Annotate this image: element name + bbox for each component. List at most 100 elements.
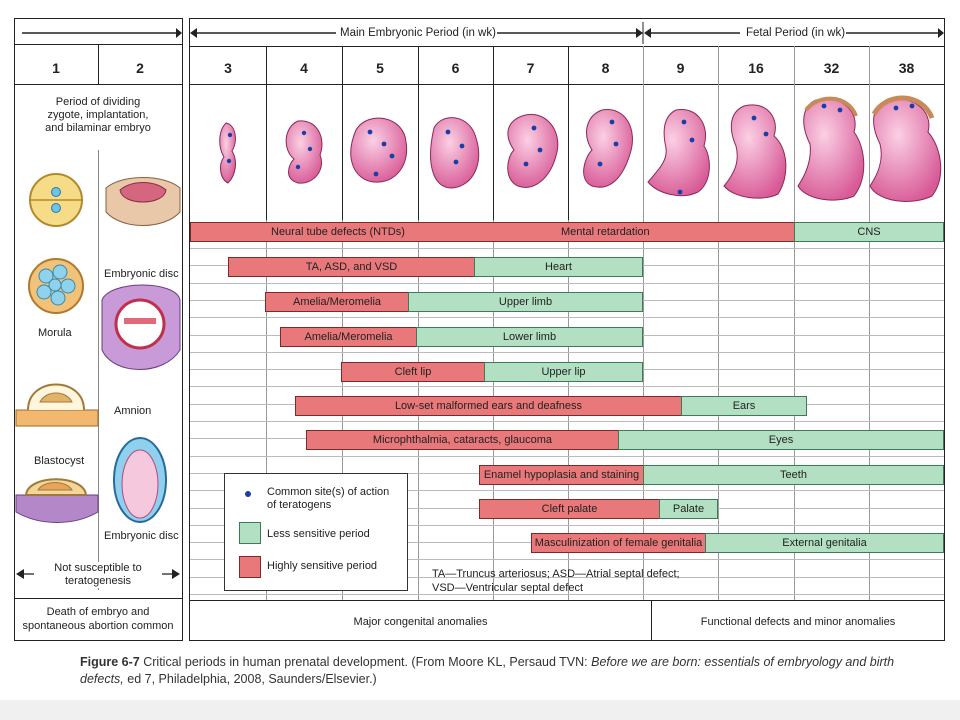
grid-row-line	[190, 248, 944, 249]
bar-genitalia-low: External genitalia	[705, 533, 944, 553]
bilaminar-embryo-image	[101, 284, 181, 370]
caption-tail: ed 7, Philadelphia, 2008, Saunders/Elsev…	[123, 672, 377, 686]
zygote-image	[29, 173, 83, 227]
fetal-period-label: Fetal Period (in wk)	[746, 27, 846, 39]
death-line-2: spontaneous abortion common	[22, 620, 174, 632]
grid-row-line	[190, 386, 944, 387]
embryo-week-6-image	[430, 117, 480, 189]
bar-palate-high: Cleft palate	[479, 499, 660, 519]
period-arrows	[22, 22, 944, 44]
embryo-week-32-image	[797, 96, 865, 201]
bar-upper-limb-high: Amelia/Meromelia	[265, 292, 409, 312]
bar-lower-limb-low: Lower limb	[416, 327, 643, 347]
grid-row-line	[190, 421, 944, 422]
week-divider	[869, 46, 870, 600]
grid-row-line	[190, 594, 944, 595]
week-header: 38	[898, 60, 915, 76]
week-header: 6	[451, 60, 460, 76]
ntd-label: Neural tube defects (NTDs)	[271, 226, 405, 238]
legend-less-label: Less sensitive period	[267, 528, 370, 540]
less-sensitive-swatch	[239, 522, 261, 544]
week-header: 5	[376, 60, 384, 76]
figure-number: Figure 6-7	[80, 655, 140, 669]
embryo-week-16-image	[723, 104, 787, 199]
blastocyst-label: Blastocyst	[34, 455, 85, 467]
embryonic-disc-label-1: Embryonic disc	[104, 268, 179, 280]
embryo-illustrations	[219, 95, 942, 202]
bar-heart-high: TA, ASD, and VSD	[228, 257, 475, 277]
week-divider	[266, 46, 267, 220]
embryo-week-3-image	[219, 122, 236, 184]
intro-line-1: Period of dividing	[55, 96, 141, 108]
death-line-1: Death of embryo and	[46, 606, 150, 618]
legend-dot-line-1: Common site(s) of action	[267, 486, 390, 498]
early-stage-illustrations	[15, 173, 181, 523]
implantation-image	[105, 177, 181, 226]
intro-line-3: and bilaminar embryo	[45, 122, 151, 134]
not-susceptible-line-1: Not susceptible to	[34, 562, 162, 575]
week-divider	[342, 46, 343, 220]
grid-row-line	[190, 577, 944, 578]
abbreviations-line-2: VSD—Ventricular septal defect	[432, 582, 584, 594]
amnion-label: Amnion	[114, 405, 152, 417]
legend-dot-line-2: of teratogens	[267, 499, 332, 511]
abbreviations-line-1: TA—Truncus arteriosus; ASD—Atrial septal…	[432, 568, 680, 580]
grid-row-line	[190, 283, 944, 284]
bar-cns-high: Neural tube defects (NTDs) Mental retard…	[190, 222, 795, 242]
caption-book-title: Before we are born: essentials of embryo…	[80, 655, 895, 686]
week-divider	[794, 46, 795, 600]
week-header: 8	[601, 60, 610, 76]
figure-caption: Figure 6-7 Critical periods in human pre…	[80, 654, 900, 688]
bar-upper-lip-high: Cleft lip	[341, 362, 485, 382]
week-divider	[266, 220, 267, 600]
bottom-band	[0, 700, 960, 720]
grid-row-line	[190, 490, 944, 491]
embryo-week-38-image	[869, 95, 942, 202]
week-header: 2	[136, 60, 144, 76]
mental-retardation-label: Mental retardation	[561, 226, 650, 238]
morula-label: Morula	[38, 327, 72, 339]
main-embryonic-period-label: Main Embryonic Period (in wk)	[340, 27, 496, 39]
bar-lower-limb-high: Amelia/Meromelia	[280, 327, 417, 347]
intro-line-2: zygote, implantation,	[47, 109, 149, 121]
caption-text: Critical periods in human prenatal devel…	[143, 655, 592, 669]
bar-eyes-high: Microphthalmia, cataracts, glaucoma	[306, 430, 619, 450]
embryo-week-4-image	[285, 120, 323, 184]
week-header: 1	[52, 60, 60, 76]
implanting-blastocyst-image	[15, 478, 99, 523]
bar-upper-lip-low: Upper lip	[484, 362, 643, 382]
week-header: 16	[748, 60, 764, 76]
bar-heart-low: Heart	[474, 257, 643, 277]
week-divider	[418, 46, 419, 220]
morula-image	[28, 258, 84, 314]
legend: Common site(s) of action of teratogens L…	[224, 473, 408, 591]
embryo-week-8-image	[583, 109, 633, 188]
bar-cns-low: CNS	[794, 222, 944, 242]
grid-row-line	[190, 456, 944, 457]
grid-row-line	[190, 317, 944, 318]
week-header: 7	[526, 60, 535, 76]
week-divider	[568, 46, 569, 220]
teratogen-site-dot-icon	[245, 491, 251, 497]
week-header: 4	[300, 60, 308, 76]
bar-upper-limb-low: Upper limb	[408, 292, 643, 312]
high-sensitive-swatch	[239, 556, 261, 578]
week-header: 3	[224, 60, 232, 76]
grid-row-line	[190, 525, 944, 526]
embryo-week-7-image	[507, 113, 559, 188]
bar-eyes-low: Eyes	[618, 430, 944, 450]
bar-teeth-low: Teeth	[643, 465, 944, 485]
week-header: 32	[823, 60, 840, 76]
embryonic-disc-label-2: Embryonic disc	[104, 530, 179, 542]
embryo-week-9-image	[647, 109, 710, 197]
blastocyst-image	[15, 383, 99, 427]
amnion-sac-image	[113, 437, 167, 523]
bar-genitalia-high: Masculinization of female genitalia	[531, 533, 706, 553]
bar-teeth-high: Enamel hypoplasia and staining	[479, 465, 644, 485]
week-header: 9	[676, 60, 685, 76]
embryo-week-5-image	[350, 117, 408, 183]
grid-row-line	[190, 559, 944, 560]
bar-ears-high: Low-set malformed ears and deafness	[295, 396, 682, 416]
bar-ears-low: Ears	[681, 396, 807, 416]
bar-palate-low: Palate	[659, 499, 718, 519]
